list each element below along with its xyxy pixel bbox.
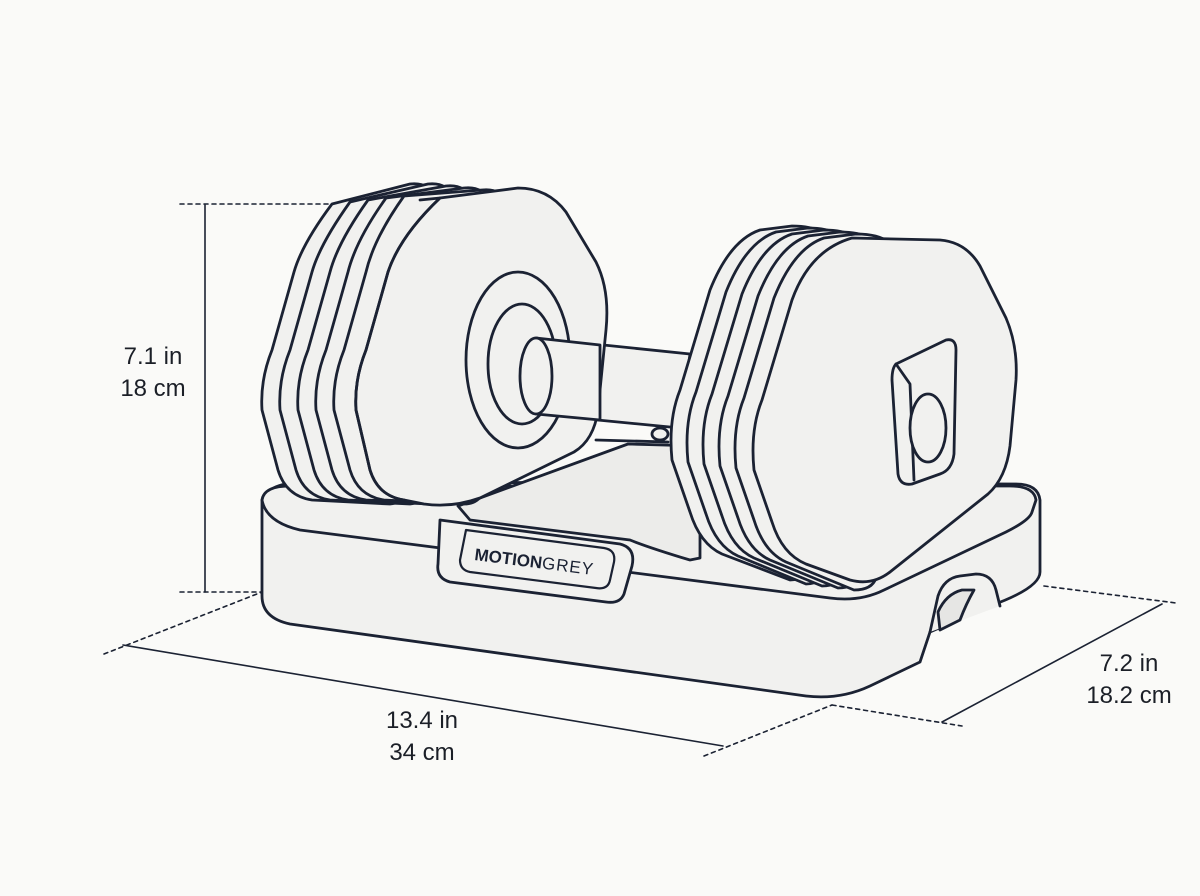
width-label: 13.4 in 34 cm bbox=[362, 705, 482, 769]
handle-bottom-knob bbox=[650, 426, 670, 442]
depth-front-guide bbox=[831, 704, 963, 727]
height-metric: 18 cm bbox=[120, 375, 186, 402]
tray-handle-opening bbox=[936, 588, 976, 632]
right-outer-plate bbox=[751, 236, 1018, 584]
left-weight-stack bbox=[260, 182, 609, 507]
right-selector-dial bbox=[908, 392, 948, 464]
depth-metric: 18.2 cm bbox=[1086, 682, 1172, 709]
depth-label: 7.2 in 18.2 cm bbox=[1064, 648, 1194, 712]
depth-dimension-line bbox=[941, 603, 1163, 723]
depth-imperial: 7.2 in bbox=[1099, 650, 1159, 677]
right-weight-stack bbox=[669, 224, 1018, 592]
brand-plate-inner bbox=[458, 528, 616, 590]
width-left-guide bbox=[103, 591, 263, 655]
width-metric: 34 cm bbox=[389, 739, 455, 766]
width-right-guide bbox=[703, 704, 833, 757]
height-label: 7.1 in 18 cm bbox=[98, 341, 208, 405]
depth-back-guide bbox=[1043, 585, 1177, 604]
dimension-lines bbox=[103, 203, 1177, 757]
height-imperial: 7.1 in bbox=[123, 343, 183, 370]
tray-back-lip bbox=[594, 438, 670, 444]
width-imperial: 13.4 in bbox=[385, 707, 459, 734]
width-dimension-line bbox=[122, 644, 724, 747]
